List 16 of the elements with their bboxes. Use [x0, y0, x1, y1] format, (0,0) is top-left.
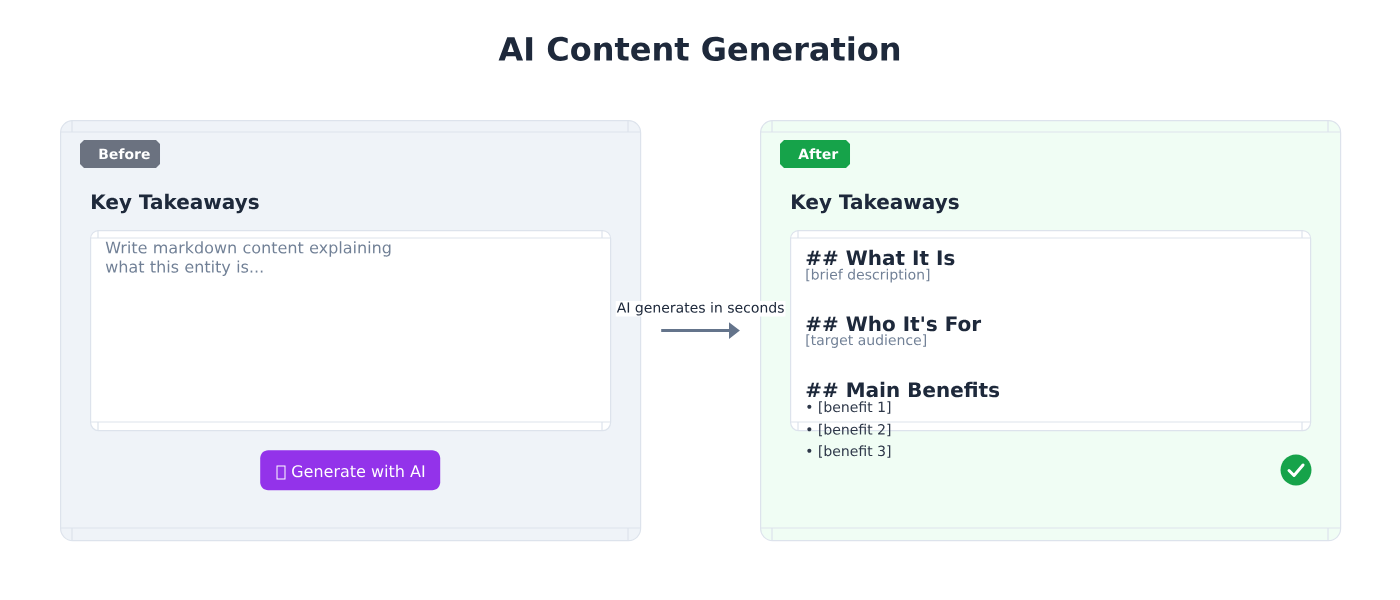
markdown-heading: ## Who It's For	[806, 315, 982, 332]
bullet-item: • [benefit 3]	[807, 445, 891, 458]
bullet-item: • [benefit 2]	[807, 423, 891, 437]
placeholder-text: [brief description]	[806, 268, 930, 283]
markdown-heading: ## What It Is	[806, 249, 955, 266]
title: AI Content Generation	[498, 36, 900, 61]
markdown-heading: ## Main Benefits	[806, 381, 1000, 398]
button: Generate with AI	[260, 450, 441, 491]
edge-label: AI generates in seconds	[615, 300, 786, 317]
bullet-item: • [benefit 1]	[807, 401, 891, 414]
status-badge: Before	[80, 140, 160, 168]
status-badge: After	[780, 140, 850, 168]
section-heading: Key Takeaways	[792, 193, 959, 214]
section-heading: Key Takeaways	[92, 193, 259, 214]
text-area: Write markdown content explaining what this entity is...	[89, 229, 612, 432]
placeholder-text: [target audience]	[806, 334, 926, 348]
